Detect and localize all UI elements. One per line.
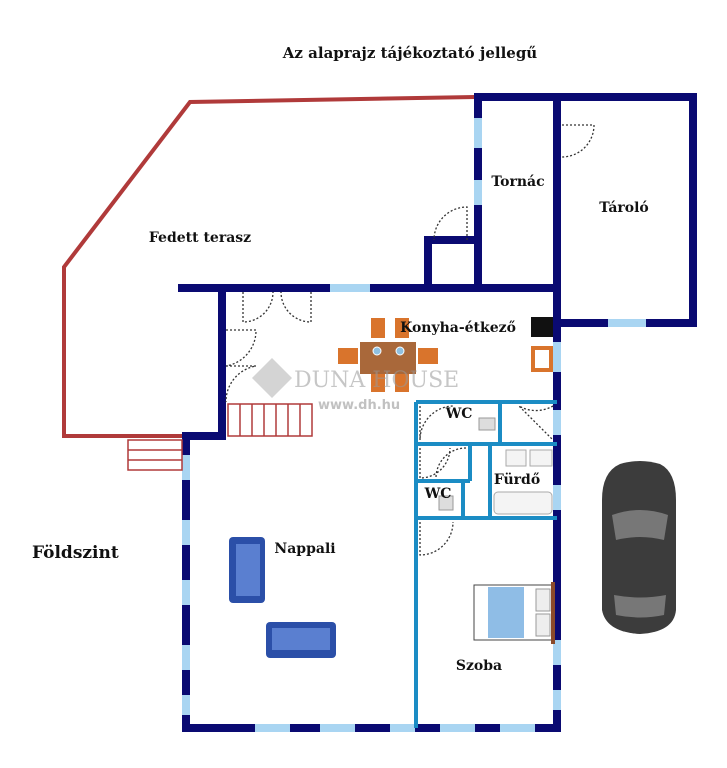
sofa-icon <box>266 622 336 658</box>
bed-icon <box>473 582 555 644</box>
room-label-living: Nappali <box>274 541 335 557</box>
washbasin-icon <box>505 449 527 467</box>
room-label-bathroom: Fürdő <box>494 472 540 488</box>
room-label-kitchen: Konyha-étkező <box>400 320 516 336</box>
room-label-storage: Tároló <box>599 200 649 216</box>
floor-label: Földszint <box>32 543 119 563</box>
windows <box>182 118 646 732</box>
plan-title: Az alaprajz tájékoztató jellegű <box>282 44 538 62</box>
svg-text:www.dh.hu: www.dh.hu <box>318 398 400 413</box>
toilet-icon <box>438 495 454 511</box>
toilet-icon <box>478 417 496 431</box>
room-label-wc: WC <box>445 406 473 422</box>
sofa-icon <box>229 537 265 603</box>
terrace-outline <box>62 95 476 438</box>
exterior-walls <box>178 93 697 732</box>
room-label-wc: WC <box>424 486 452 502</box>
interior-walls <box>414 400 557 728</box>
stove-icon <box>531 317 553 337</box>
svg-text:DUNA HOUSE: DUNA HOUSE <box>294 368 459 393</box>
stairs <box>127 403 313 471</box>
room-label-bedroom: Szoba <box>456 658 502 674</box>
room-label-terrace: Fedett terasz <box>149 230 251 246</box>
watermark-logo: DUNA HOUSE www.dh.hu <box>252 358 459 413</box>
car-icon <box>602 461 676 634</box>
bathtub-icon <box>493 491 553 515</box>
doors <box>225 124 595 556</box>
dining-table <box>338 318 438 392</box>
room-label-porch: Tornác <box>491 174 544 190</box>
washbasin-icon <box>529 449 553 467</box>
